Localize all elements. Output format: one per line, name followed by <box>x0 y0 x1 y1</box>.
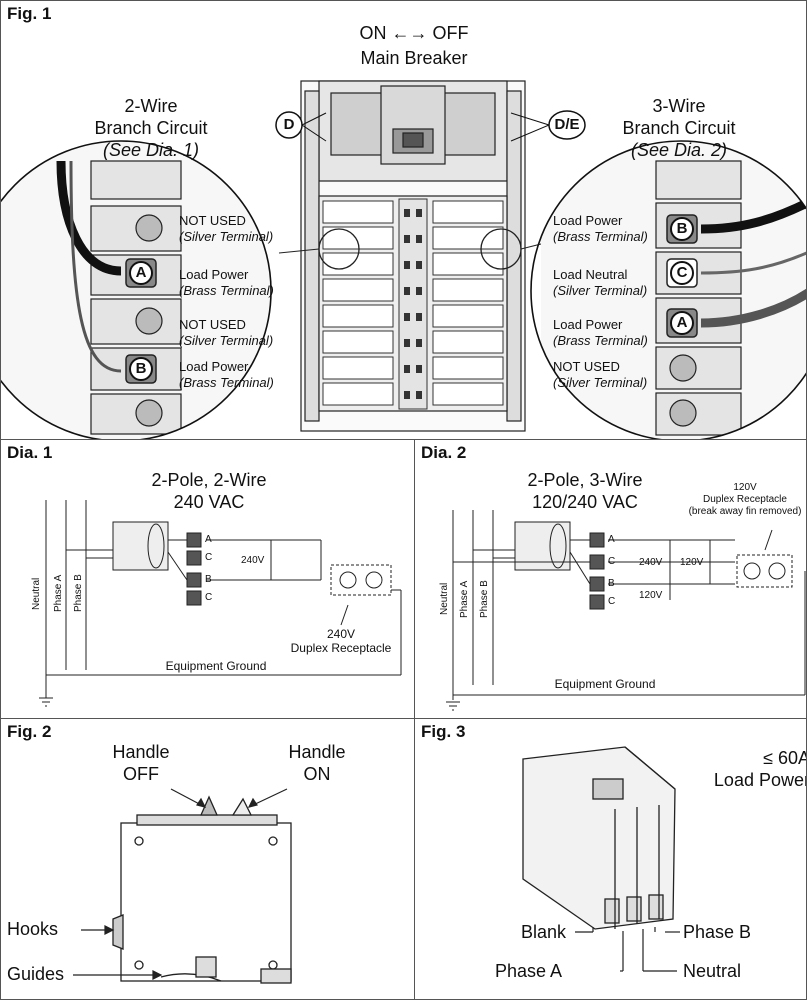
left-label-4: Load Power(Brass Terminal) <box>179 359 274 390</box>
right-letter-b: B <box>676 220 688 237</box>
right-label-1: Load Power(Brass Terminal) <box>553 213 648 244</box>
phase-a-label: Phase A <box>495 961 563 981</box>
left-label-3: NOT USED(Silver Terminal) <box>179 317 274 348</box>
guides-label: Guides <box>7 964 65 984</box>
dia1-term-b: B <box>205 574 212 585</box>
left-title-1: 2-Wire <box>124 96 178 116</box>
left-title-2: Branch Circuit <box>94 118 208 138</box>
fig1-drawing <box>1 80 806 439</box>
fig1-panel: Fig. 1 <box>0 0 807 440</box>
fig2-breaker-drawing <box>73 788 292 984</box>
callout-d: D <box>283 116 295 133</box>
dia2-term-b: B <box>608 578 615 589</box>
dia2-term-c2: C <box>608 596 616 607</box>
dia2-neutral: Neutral <box>439 582 450 615</box>
left-label-2: Load Power(Brass Terminal) <box>179 267 274 298</box>
callout-de: D/E <box>554 116 580 133</box>
dia1-phase-b: Phase B <box>73 574 84 612</box>
dia2-phase-a: Phase A <box>459 580 470 618</box>
right-label-3: Load Power(Brass Terminal) <box>553 317 648 348</box>
dia1-term-a: A <box>205 534 212 545</box>
dia2-240v: 240V <box>639 557 663 568</box>
hooks-label: Hooks <box>7 919 59 939</box>
right-letter-a: A <box>676 314 688 331</box>
right-label-2: Load Neutral(Silver Terminal) <box>553 267 648 298</box>
dia2-wiring <box>446 510 806 711</box>
dia1-title-1: 2-Pole, 2-Wire <box>151 470 267 490</box>
blank-label: Blank <box>521 922 567 942</box>
on-off-label: ON ←→ OFF <box>359 23 469 43</box>
dia1-voltage: 240V <box>241 555 265 566</box>
fig3-label: Fig. 3 <box>421 722 466 741</box>
left-letter-a: A <box>135 264 147 281</box>
fig1-label: Fig. 1 <box>7 4 52 23</box>
dia2-ground: Equipment Ground <box>554 677 656 691</box>
dia2-title-2: 120/240 VAC <box>532 492 638 512</box>
dia2-label: Dia. 2 <box>421 443 467 462</box>
dia1-wiring <box>39 500 402 707</box>
dia2-panel: Dia. 2 <box>414 439 807 720</box>
dia1-ground: Equipment Ground <box>165 659 267 673</box>
dia2-phase-b: Phase B <box>479 580 490 618</box>
dia2-120v-b: 120V <box>639 590 663 601</box>
right-title-2: Branch Circuit <box>622 118 736 138</box>
fig3-breaker-drawing <box>522 746 680 972</box>
dia1-phase-a: Phase A <box>53 574 64 612</box>
left-label-1: NOT USED(Silver Terminal) <box>179 213 274 244</box>
right-label-4: NOT USED(Silver Terminal) <box>553 359 648 390</box>
right-title-3: (See Dia. 2) <box>630 140 728 160</box>
right-title-1: 3-Wire <box>652 96 706 116</box>
dia2-term-a: A <box>608 534 615 545</box>
dia2-120v-a: 120V <box>680 557 704 568</box>
dia1-term-c1: C <box>205 552 213 563</box>
right-magnifier <box>530 140 806 439</box>
dia1-panel: Dia. 1 <box>0 439 416 720</box>
left-title-3: (See Dia. 1) <box>102 140 200 160</box>
dia1-neutral: Neutral <box>31 577 42 610</box>
dia1-label: Dia. 1 <box>7 443 53 462</box>
dia1-title-2: 240 VAC <box>173 492 245 512</box>
fig2-label: Fig. 2 <box>7 722 52 741</box>
dia1-term-c2: C <box>205 592 213 603</box>
neutral-label: Neutral <box>683 961 742 981</box>
dia2-title-1: 2-Pole, 3-Wire <box>527 470 643 490</box>
phase-b-label: Phase B <box>683 922 752 942</box>
main-breaker-label: Main Breaker <box>360 48 468 68</box>
dia2-term-c1: C <box>608 556 616 567</box>
left-letter-b: B <box>135 360 147 377</box>
right-letter-c: C <box>676 264 688 281</box>
